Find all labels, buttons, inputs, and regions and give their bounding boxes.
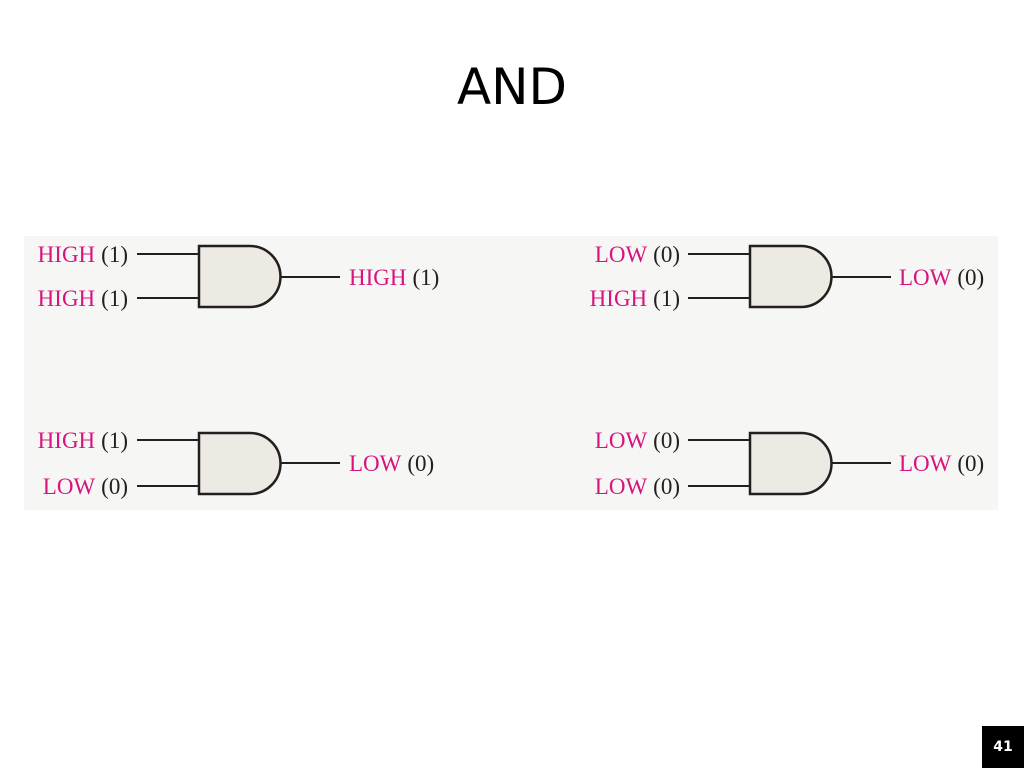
figure-background (24, 236, 998, 510)
gate-4-and-symbol (748, 431, 833, 496)
gate-1-output-value: (1) (413, 265, 440, 290)
gate-2-input-a-label: LOW(0) (595, 242, 680, 267)
gate-4-output-label: LOW(0) (899, 451, 984, 476)
gate-2-input-b-value: (1) (653, 286, 680, 311)
gate-3-output-value: (0) (407, 451, 434, 476)
gate-1-input-a-label: HIGH(1) (38, 242, 128, 267)
and-gate-2: LOW(0) HIGH(1) LOW(0) (590, 242, 985, 311)
gate-4-input-b-value: (0) (653, 474, 680, 499)
gate-1-input-b-word: HIGH (38, 286, 96, 311)
gate-4-input-a-word: LOW (595, 428, 648, 453)
gate-3-input-a-word: HIGH (38, 428, 96, 453)
gate-2-output-label: LOW(0) (899, 265, 984, 290)
gate-1-input-b-label: HIGH(1) (38, 286, 128, 311)
gate-1-input-a-word: HIGH (38, 242, 96, 267)
gate-3-input-a-value: (1) (101, 428, 128, 453)
gate-4-output-word: LOW (899, 451, 952, 476)
gate-2-input-b-word: HIGH (590, 286, 648, 311)
page-number: 41 (993, 739, 1013, 755)
gate-2-and-symbol (748, 244, 833, 309)
gate-3-output-label: LOW(0) (349, 451, 434, 476)
gate-2-output-word: LOW (899, 265, 952, 290)
slide-title: AND (456, 58, 568, 116)
gate-3-and-symbol (197, 431, 282, 496)
gate-3-output-word: LOW (349, 451, 402, 476)
gate-3-input-b-value: (0) (101, 474, 128, 499)
gate-1-output-label: HIGH(1) (349, 265, 439, 290)
gate-2-input-a-word: LOW (595, 242, 648, 267)
gate-1-input-a-value: (1) (101, 242, 128, 267)
gate-1-and-symbol (197, 244, 282, 309)
and-gate-4: LOW(0) LOW(0) LOW(0) (595, 428, 984, 499)
gate-2-output-value: (0) (957, 265, 984, 290)
gate-2-input-a-value: (0) (653, 242, 680, 267)
gate-1-output-word: HIGH (349, 265, 407, 290)
gate-4-input-a-value: (0) (653, 428, 680, 453)
gate-4-input-b-label: LOW(0) (595, 474, 680, 499)
gate-4-input-b-word: LOW (595, 474, 648, 499)
gate-2-input-b-label: HIGH(1) (590, 286, 680, 311)
gate-3-input-b-word: LOW (43, 474, 96, 499)
gate-4-output-value: (0) (957, 451, 984, 476)
and-gate-1: HIGH(1) HIGH(1) HIGH(1) (38, 242, 440, 311)
and-gate-3: HIGH(1) LOW(0) LOW(0) (38, 428, 435, 499)
page-number-badge: 41 (982, 726, 1024, 768)
gate-4-input-a-label: LOW(0) (595, 428, 680, 453)
gate-3-input-a-label: HIGH(1) (38, 428, 128, 453)
gate-3-input-b-label: LOW(0) (43, 474, 128, 499)
gate-1-input-b-value: (1) (101, 286, 128, 311)
